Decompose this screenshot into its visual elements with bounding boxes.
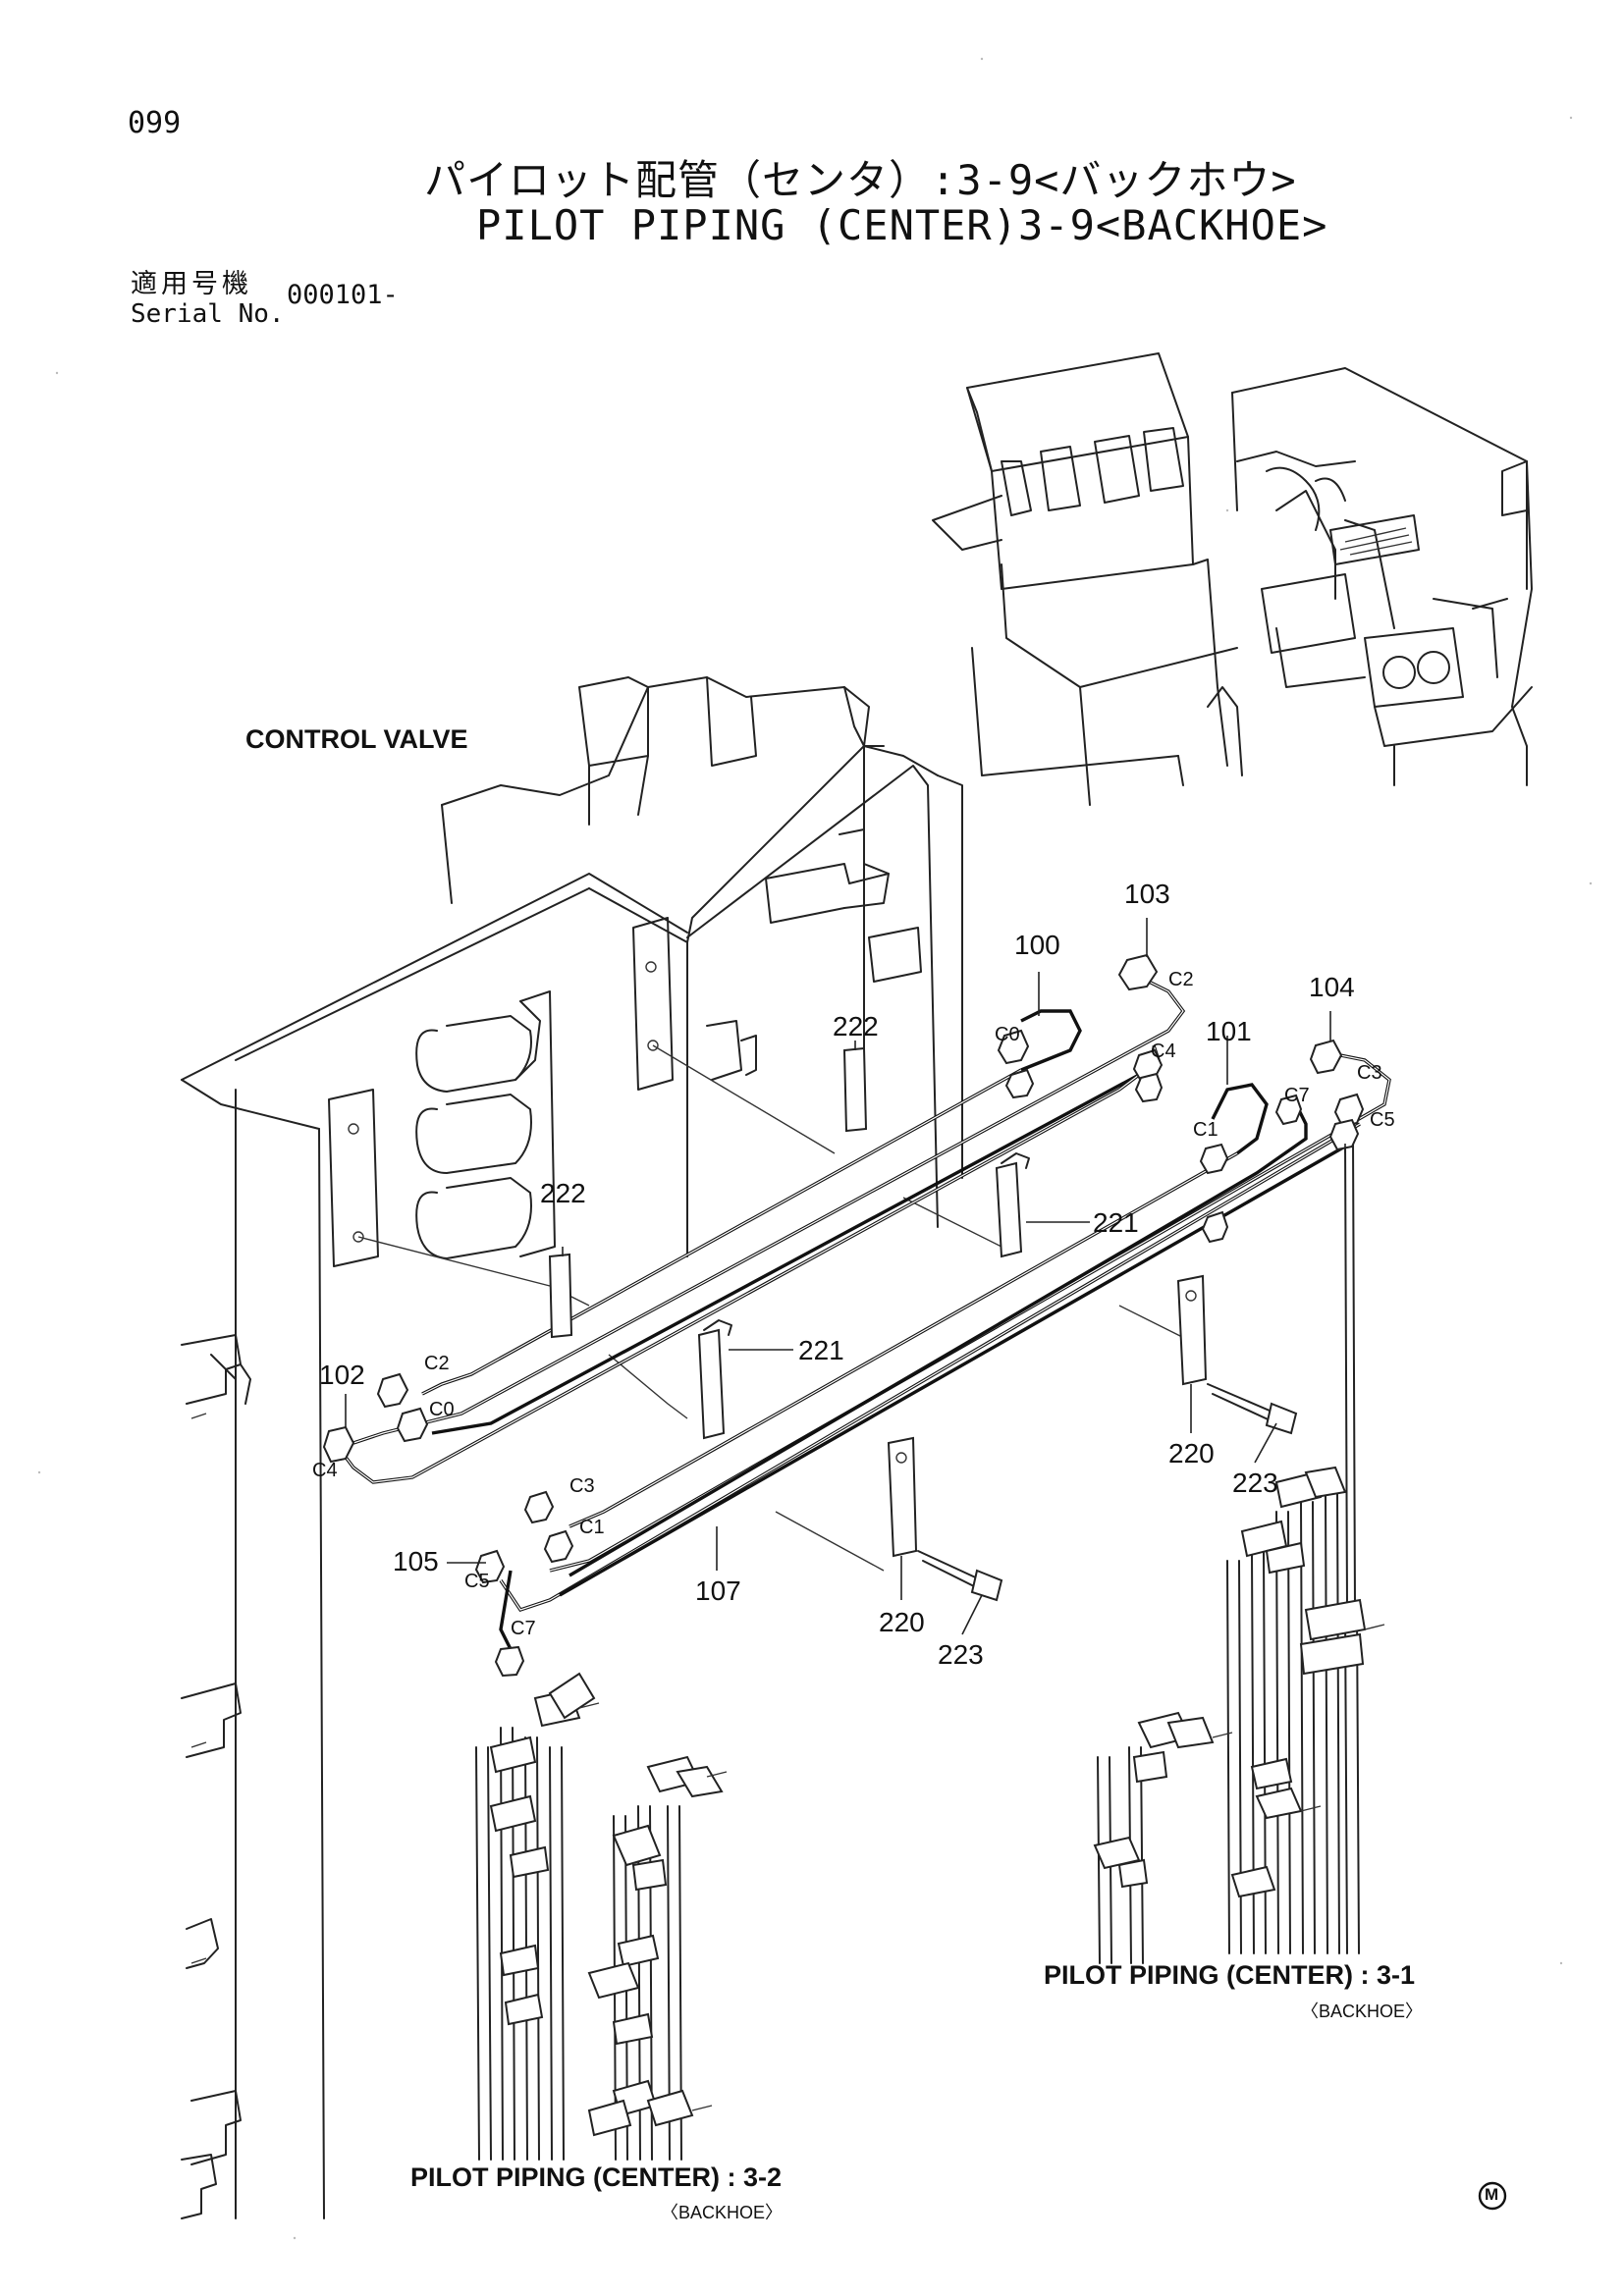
reference-3-2-sublabel: 〈BACKHOE〉 [661, 2203, 784, 2222]
callout-220-right: 220 [1168, 1438, 1215, 1468]
reference-3-1-label: PILOT PIPING (CENTER) : 3-1 [1044, 1960, 1416, 1990]
pilot-valve-spools [415, 990, 556, 1259]
callout-105: 105 [393, 1546, 439, 1576]
callout-leaders [345, 918, 1346, 1635]
connector-c3-upper: C3 [1357, 1062, 1382, 1084]
scan-noise [37, 57, 1593, 2240]
piping-group-3-1 [1093, 1466, 1385, 1964]
connector-c1-upper: C1 [1193, 1119, 1218, 1141]
connector-c3-lower: C3 [569, 1475, 595, 1497]
control-valve-housing [181, 676, 1189, 2219]
reference-3-1-sublabel: 〈BACKHOE〉 [1301, 2002, 1424, 2021]
serial-label-jp: 適用号機 [131, 269, 252, 299]
callout-222-lower: 222 [540, 1178, 586, 1208]
page-number: 099 [128, 106, 182, 140]
connector-c2-upper: C2 [1168, 969, 1194, 990]
clamps-and-bolts [548, 1046, 1298, 1602]
connector-c4-lower: C4 [312, 1460, 338, 1481]
callout-223-left: 223 [938, 1639, 984, 1670]
callout-221-left: 221 [798, 1335, 844, 1365]
pipe-fittings [322, 953, 1365, 1678]
piping-group-3-2 [475, 1672, 728, 2161]
m-circle-mark [1478, 2181, 1507, 2211]
machine-overview-sketch [932, 352, 1533, 806]
connector-c7-lower: C7 [511, 1618, 536, 1639]
connector-c7-upper: C7 [1284, 1085, 1310, 1106]
callout-107: 107 [695, 1575, 741, 1606]
callout-104: 102 [319, 1360, 365, 1390]
callout-221-right: 221 [1093, 1207, 1139, 1238]
page-title-en: PILOT PIPING (CENTER)3-9<BACKHOE> [476, 201, 1328, 249]
callout-222-upper: 222 [833, 1011, 879, 1041]
page-title-jp: パイロット配管（センタ）:3-9<バックホウ> [424, 156, 1297, 204]
callout-223-right: 223 [1232, 1468, 1278, 1498]
callout-220-left: 220 [879, 1607, 925, 1637]
callout-101: 101 [1206, 1016, 1252, 1046]
connector-c2-lower: C2 [424, 1353, 450, 1374]
serial-label-en: Serial No. [131, 299, 285, 329]
connector-c4-upper: C4 [1151, 1041, 1176, 1062]
connector-c5-upper: C5 [1370, 1109, 1395, 1131]
control-valve-label: CONTROL VALVE [245, 724, 468, 754]
connector-c0-upper: C0 [995, 1024, 1020, 1045]
reference-3-2-label: PILOT PIPING (CENTER) : 3-2 [410, 2163, 783, 2192]
callout-100: 100 [1014, 930, 1060, 960]
callout-102: 103 [1124, 879, 1170, 909]
m-mark: M [1485, 2185, 1499, 2204]
connector-c0-lower: C0 [429, 1399, 455, 1420]
connector-c5-lower: C5 [464, 1571, 490, 1592]
serial-value: 000101- [287, 280, 399, 310]
connector-c1-lower: C1 [579, 1517, 605, 1538]
callout-103: 104 [1309, 972, 1355, 1002]
